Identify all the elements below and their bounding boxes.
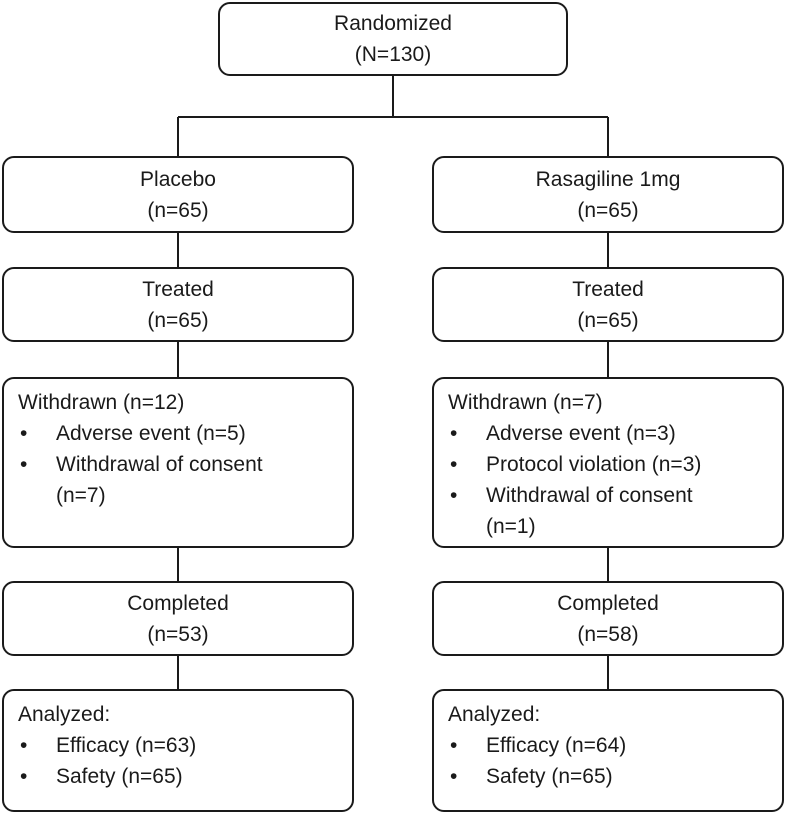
list-item: • Efficacy (n=63) bbox=[18, 730, 352, 761]
bullet-icon: • bbox=[20, 422, 28, 445]
rasagiline-title: Rasagiline 1mg bbox=[535, 167, 681, 191]
placebo-analyzed-heading: Analyzed: bbox=[18, 703, 111, 726]
bullet-icon: • bbox=[20, 453, 28, 476]
placebo-analyzed-box: Analyzed: • Efficacy (n=63) • Safety (n=… bbox=[2, 689, 354, 812]
rasagiline-withdrawn-heading: Withdrawn (n=7) bbox=[448, 391, 603, 414]
list-item: • Safety (n=65) bbox=[448, 761, 782, 792]
rasagiline-treated-count: (n=65) bbox=[577, 308, 639, 332]
list-item: • Withdrawal of consent (n=7) bbox=[18, 449, 352, 511]
rasagiline-treated-title: Treated bbox=[572, 277, 644, 301]
analysis-set: Efficacy (n=64) bbox=[486, 734, 627, 757]
placebo-withdrawn-heading: Withdrawn (n=12) bbox=[18, 391, 185, 414]
randomized-box: Randomized (N=130) bbox=[218, 2, 568, 76]
withdrawal-reason: Withdrawal of consent bbox=[486, 484, 693, 507]
rasagiline-withdrawn-box: Withdrawn (n=7) • Adverse event (n=3) • … bbox=[432, 377, 784, 548]
withdrawal-reason-count: (n=1) bbox=[486, 515, 536, 538]
analysis-set: Safety (n=65) bbox=[56, 765, 183, 788]
bullet-icon: • bbox=[450, 734, 458, 757]
placebo-withdrawn-list: • Adverse event (n=5) • Withdrawal of co… bbox=[18, 418, 352, 511]
randomized-count: (N=130) bbox=[354, 43, 432, 66]
placebo-group-box: Placebo (n=65) bbox=[2, 156, 354, 233]
rasagiline-analyzed-heading: Analyzed: bbox=[448, 703, 541, 726]
placebo-completed-box: Completed (n=53) bbox=[2, 581, 354, 656]
rasagiline-withdrawn-list: • Adverse event (n=3) • Protocol violati… bbox=[448, 418, 782, 542]
randomized-title: Randomized bbox=[334, 12, 452, 35]
bullet-icon: • bbox=[450, 453, 458, 476]
list-item: • Adverse event (n=3) bbox=[448, 418, 782, 449]
placebo-analyzed-list: • Efficacy (n=63) • Safety (n=65) bbox=[18, 730, 352, 792]
bullet-icon: • bbox=[450, 422, 458, 445]
list-item: • Adverse event (n=5) bbox=[18, 418, 352, 449]
withdrawal-reason-count: (n=7) bbox=[56, 484, 106, 507]
bullet-icon: • bbox=[20, 765, 28, 788]
list-item: • Withdrawal of consent (n=1) bbox=[448, 480, 782, 542]
withdrawal-reason: Protocol violation (n=3) bbox=[486, 453, 702, 476]
placebo-treated-box: Treated (n=65) bbox=[2, 267, 354, 342]
list-item: • Efficacy (n=64) bbox=[448, 730, 782, 761]
withdrawal-reason: Withdrawal of consent bbox=[56, 453, 263, 476]
placebo-count: (n=65) bbox=[147, 198, 209, 222]
rasagiline-analyzed-list: • Efficacy (n=64) • Safety (n=65) bbox=[448, 730, 782, 792]
rasagiline-completed-box: Completed (n=58) bbox=[432, 581, 784, 656]
rasagiline-completed-title: Completed bbox=[557, 591, 659, 615]
list-item: • Safety (n=65) bbox=[18, 761, 352, 792]
rasagiline-completed-count: (n=58) bbox=[577, 622, 639, 646]
placebo-completed-title: Completed bbox=[127, 591, 229, 615]
rasagiline-treated-box: Treated (n=65) bbox=[432, 267, 784, 342]
withdrawal-reason: Adverse event (n=3) bbox=[486, 422, 676, 445]
placebo-completed-count: (n=53) bbox=[147, 622, 209, 646]
list-item: • Protocol violation (n=3) bbox=[448, 449, 782, 480]
rasagiline-group-box: Rasagiline 1mg (n=65) bbox=[432, 156, 784, 233]
placebo-treated-title: Treated bbox=[142, 277, 214, 301]
placebo-withdrawn-box: Withdrawn (n=12) • Adverse event (n=5) •… bbox=[2, 377, 354, 548]
bullet-icon: • bbox=[20, 734, 28, 757]
analysis-set: Safety (n=65) bbox=[486, 765, 613, 788]
placebo-title: Placebo bbox=[140, 167, 216, 191]
analysis-set: Efficacy (n=63) bbox=[56, 734, 197, 757]
placebo-treated-count: (n=65) bbox=[147, 308, 209, 332]
bullet-icon: • bbox=[450, 484, 458, 507]
rasagiline-count: (n=65) bbox=[577, 198, 639, 222]
rasagiline-analyzed-box: Analyzed: • Efficacy (n=64) • Safety (n=… bbox=[432, 689, 784, 812]
bullet-icon: • bbox=[450, 765, 458, 788]
withdrawal-reason: Adverse event (n=5) bbox=[56, 422, 246, 445]
